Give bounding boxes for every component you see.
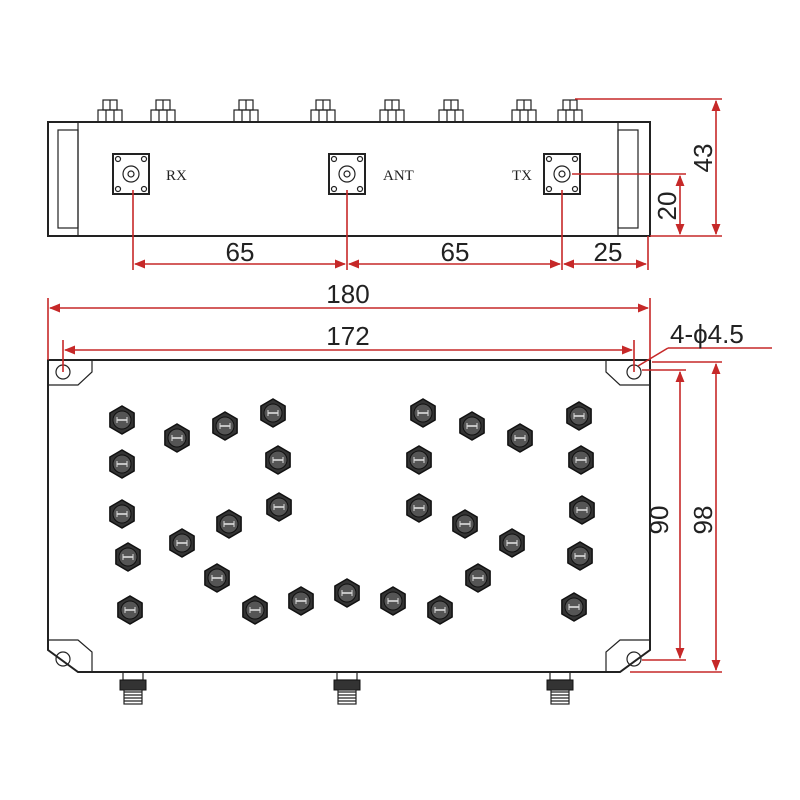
sma-connector [333,671,361,705]
dim-20: 20 [652,192,682,221]
tuning-screw [452,509,478,539]
dim-172: 172 [326,321,369,351]
tuning-screw-side [233,99,259,123]
tuning-screw [427,595,453,625]
tuning-screw [459,411,485,441]
tuning-screw [566,401,592,431]
tuning-screw [380,586,406,616]
tuning-screw [212,411,238,441]
mounting-hole [55,651,71,667]
tuning-screw [242,595,268,625]
dim-43: 43 [688,144,718,173]
tuning-screw [569,495,595,525]
left-flange [57,129,79,229]
tuning-screw [266,492,292,522]
hole-spec: 4-ϕ4.5 [670,319,744,349]
tuning-screw [265,445,291,475]
sma-connector [119,671,147,705]
dim-25: 25 [594,237,623,267]
tuning-screw-side [150,99,176,123]
tuning-screw [115,542,141,572]
tuning-screw [164,423,190,453]
mounting-hole [626,651,642,667]
port-ant: ANT [328,153,414,195]
tuning-screw [568,445,594,475]
port-rx-label: RX [166,168,187,184]
tuning-screw-side [97,99,123,123]
tuning-screw [117,595,143,625]
hole-leader [637,347,669,367]
right-flange [617,129,639,229]
tuning-screw-side [379,99,405,123]
tuning-screw [288,586,314,616]
front-view-body [47,359,651,673]
tuning-screw [169,528,195,558]
top-view: RX ANT TX 65 65 25 [47,98,722,270]
tuning-screw-side [438,99,464,123]
port-rx: RX [112,153,187,195]
front-tuning-screws [109,398,595,625]
top-view-body [47,121,651,237]
tuning-screw [561,592,587,622]
tuning-screw [109,449,135,479]
tuning-screw [507,423,533,453]
tuning-screw-side [310,99,336,123]
tuning-screw [109,405,135,435]
dim-65-a: 65 [226,237,255,267]
tuning-screw [465,563,491,593]
tuning-screw [334,578,360,608]
tuning-screw [216,509,242,539]
tuning-screw [406,445,432,475]
bottom-connectors [119,671,574,705]
dim-65-b: 65 [441,237,470,267]
tuning-screw [499,528,525,558]
sma-connector [546,671,574,705]
tuning-screw [567,541,593,571]
tuning-screw [406,493,432,523]
tuning-screw [109,499,135,529]
dim-98: 98 [688,506,718,535]
port-tx-label: TX [512,168,532,184]
port-ant-label: ANT [383,168,414,184]
tuning-screw-side [557,99,583,123]
port-tx: TX [512,153,581,195]
tuning-screw-side [511,99,537,123]
tuning-screw [260,398,286,428]
top-tuning-screws [97,99,583,123]
tuning-screw [204,563,230,593]
front-view: 180 172 4-ϕ4.5 90 98 [47,279,772,705]
dim-180: 180 [326,279,369,309]
tuning-screw [410,398,436,428]
dim-90: 90 [644,506,674,535]
